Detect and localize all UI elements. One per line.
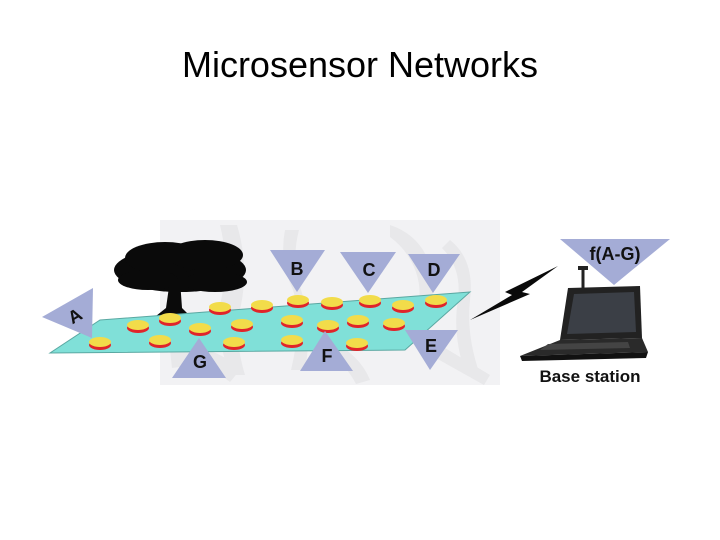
sensor-label-b: B	[291, 259, 304, 279]
sensor-node	[149, 335, 171, 348]
sensor-node	[359, 295, 381, 308]
sensor-node	[321, 297, 343, 310]
sensor-node	[287, 295, 309, 308]
sensor-node	[189, 323, 211, 336]
sensor-node	[251, 300, 273, 313]
sensor-pointer-a: A	[42, 288, 93, 338]
slide-title: Microsensor Networks	[181, 44, 539, 85]
sensor-pointer-e: E	[405, 330, 458, 370]
sensor-node	[231, 319, 253, 332]
sensor-node	[346, 338, 368, 351]
sensor-node	[281, 315, 303, 328]
aggregate-label: f(A-G)	[590, 244, 641, 264]
sensor-node	[347, 315, 369, 328]
sensor-pointer-d: D	[408, 254, 460, 293]
laptop-icon	[520, 266, 648, 361]
sensor-node	[127, 320, 149, 333]
sensor-pointer-g: G	[172, 338, 226, 378]
sensor-label-g: G	[193, 352, 207, 372]
sensor-node	[392, 300, 414, 313]
sensor-pointer-f: F	[300, 331, 353, 371]
sensor-label-d: D	[428, 260, 441, 280]
sensor-node	[383, 318, 405, 331]
aggregate-pointer: f(A-G)	[560, 239, 670, 285]
sensor-label-e: E	[425, 336, 437, 356]
sensor-pointer-b: B	[270, 250, 325, 292]
sensor-node	[317, 320, 339, 333]
sensor-label-f: F	[322, 346, 333, 366]
sensor-node-group	[89, 295, 447, 351]
sensor-node	[223, 337, 245, 350]
sensor-label-c: C	[363, 260, 376, 280]
sensor-node	[159, 313, 181, 326]
wireless-link-bolt-icon	[470, 266, 558, 320]
sensor-node	[209, 302, 231, 315]
sensor-node	[89, 337, 111, 350]
sensor-node	[425, 295, 447, 308]
base-station-label: Base station	[539, 367, 640, 386]
tree-illustration	[114, 240, 247, 316]
sensor-node	[281, 335, 303, 348]
sensor-pointer-c: C	[340, 252, 396, 293]
